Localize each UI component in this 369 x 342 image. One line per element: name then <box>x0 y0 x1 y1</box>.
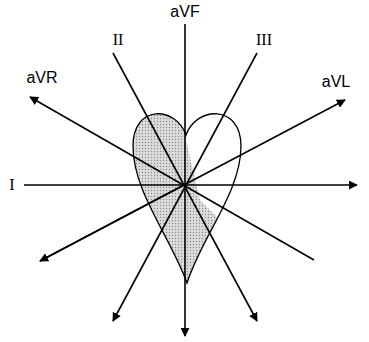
heart-outline <box>120 100 241 300</box>
lead-label: III <box>255 32 273 48</box>
lead-label: aVF <box>169 4 200 20</box>
lead-label: II <box>112 32 125 48</box>
lead-label: aVL <box>321 74 351 90</box>
lead-label: I <box>8 177 15 193</box>
lead-label: aVR <box>25 70 58 86</box>
lead-axes <box>24 24 357 336</box>
